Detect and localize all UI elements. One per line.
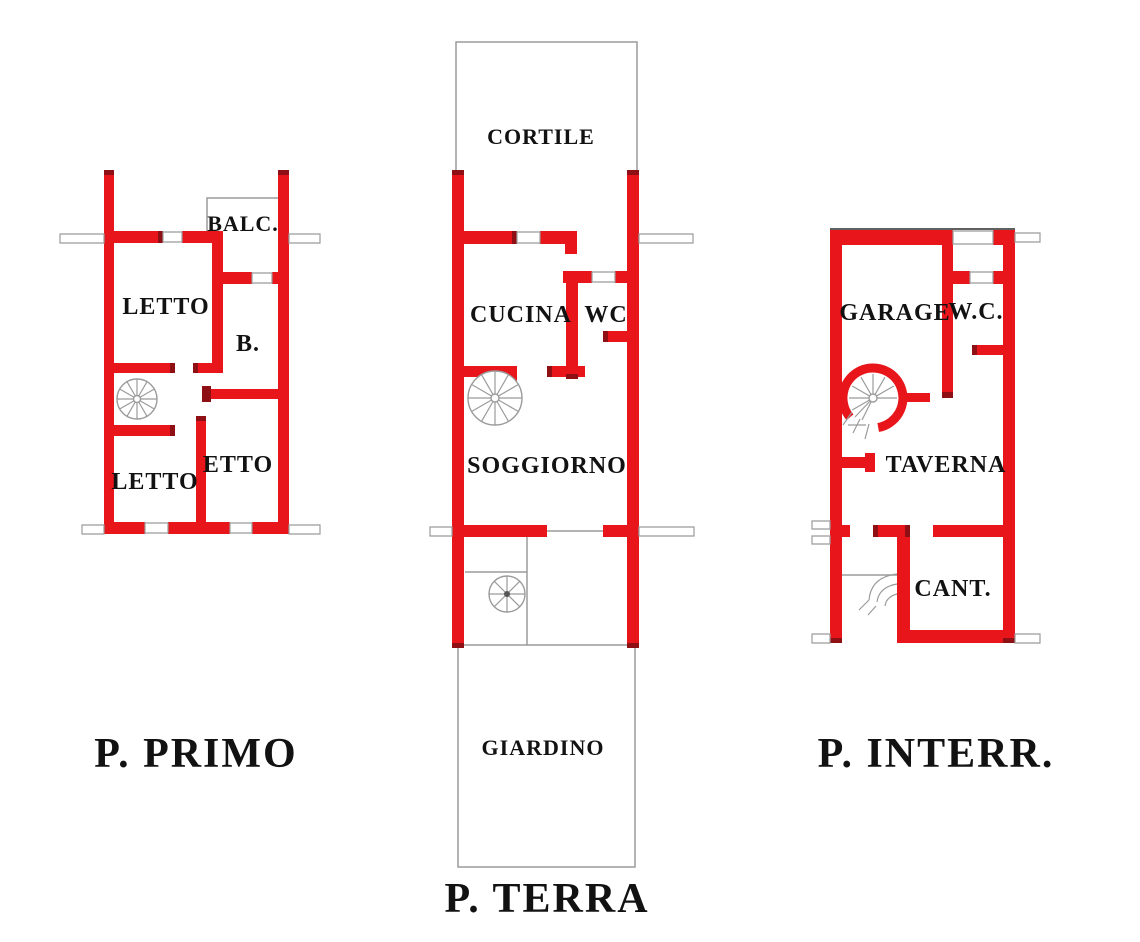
terra-spiral-stair-pole [490, 393, 500, 403]
primo-spiral-stair-pole [132, 394, 142, 404]
interr-lower-stairs [858, 573, 898, 616]
terra-spiral-stair-treads [468, 371, 522, 425]
terra-lower-spiral-treads [489, 576, 525, 612]
room-label-giardino: GIARDINO [482, 735, 605, 760]
plan-primo: LETTO BALC. B. LETTO ETTO P. PRIMO [59, 170, 321, 777]
terra-lower-spiral-pole [504, 591, 510, 597]
primo-balcony-outline [206, 197, 278, 235]
room-label-garage: GARAGE [839, 300, 950, 326]
terra-walls [452, 170, 639, 648]
primo-spiral-stair [116, 378, 158, 420]
plan-title-interrato: P. INTERR. [818, 731, 1055, 777]
interr-spiral-exit-steps [842, 411, 870, 440]
room-label-letto-bottom: LETTO [111, 469, 198, 495]
room-label-wc-terra: WC [584, 302, 627, 328]
room-label-letto-top: LETTO [122, 294, 209, 320]
interr-spiral-stair-pole [868, 393, 878, 403]
terra-spiral-stair [467, 370, 523, 426]
room-label-cucina: CUCINA [470, 302, 572, 328]
room-label-cantina: CANT. [914, 576, 991, 602]
interr-windows [811, 230, 1041, 644]
interr-walls [830, 230, 1015, 643]
terra-windows [429, 231, 695, 537]
room-label-bagno: B. [236, 331, 260, 357]
room-label-soggiorno: SOGGIORNO [467, 453, 627, 479]
terra-terrace-outline [465, 530, 603, 645]
terra-lower-spiral-stair [488, 575, 526, 613]
primo-walls [104, 170, 289, 534]
plan-interrato: GARAGE W.C. TAVERNA CANT. P. INTERR. [811, 228, 1055, 777]
plan-terra: CORTILE CUCINA WC SOGGIORNO GIARDINO P. … [429, 41, 695, 922]
plan-title-terra: P. TERRA [444, 876, 649, 922]
primo-spiral-stair-treads [117, 379, 157, 419]
terra-giardino-outline [457, 644, 636, 868]
interr-spiral-stair-wall-arc [838, 363, 908, 432]
room-label-cortile: CORTILE [487, 124, 595, 149]
room-label-balc: BALC. [207, 211, 279, 236]
room-label-etto: ETTO [203, 452, 273, 478]
terra-cortile-outline [455, 41, 638, 172]
interr-spiral-stair-treads [849, 374, 897, 421]
interr-spiral-stair [838, 363, 908, 440]
room-label-wc-interr: W.C. [948, 299, 1003, 325]
plan-title-primo: P. PRIMO [94, 731, 297, 777]
primo-windows [59, 231, 321, 535]
room-label-taverna: TAVERNA [886, 452, 1007, 478]
